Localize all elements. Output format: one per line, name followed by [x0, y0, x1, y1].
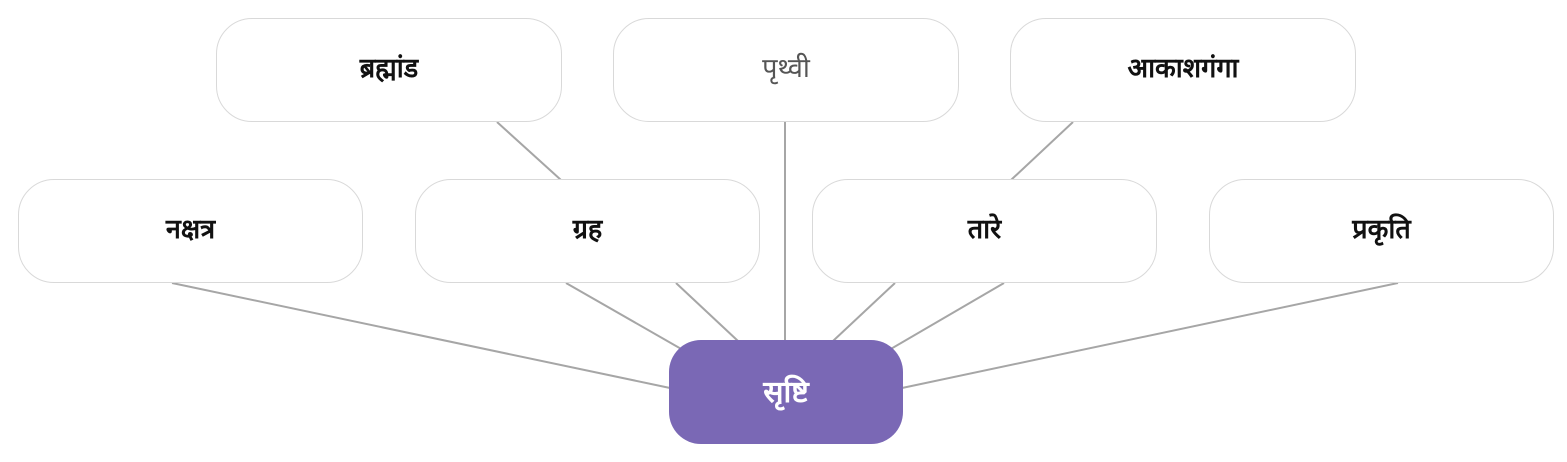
- central-node-srishti: सृष्टि: [669, 340, 903, 444]
- node-prithvi: पृथ्वी: [613, 18, 959, 122]
- node-prakriti: प्रकृति: [1209, 179, 1554, 283]
- connector-akash-tare: [1010, 121, 1074, 181]
- node-brahmand: ब्रह्मांड: [216, 18, 562, 122]
- connector-prakriti-srishti: [901, 282, 1399, 389]
- central-node-label: सृष्टि: [763, 374, 809, 410]
- node-tare: तारे: [812, 179, 1157, 283]
- connector-grah-srishti-b: [675, 282, 739, 342]
- connector-brahmand-grah: [496, 121, 562, 181]
- node-label: पृथ्वी: [762, 52, 810, 84]
- node-label: तारे: [967, 213, 1002, 245]
- connector-tare-srishti-a: [832, 282, 896, 342]
- connector-tare-srishti-b: [888, 282, 1005, 351]
- node-label: प्रकृति: [1352, 213, 1411, 245]
- connector-grah-srishti-a: [565, 282, 684, 351]
- node-label: ब्रह्मांड: [359, 52, 419, 84]
- node-label: नक्षत्र: [165, 213, 216, 245]
- node-label: ग्रह: [572, 213, 603, 245]
- connector-nakshatra-srishti: [171, 282, 671, 389]
- node-akashganga: आकाशगंगा: [1010, 18, 1356, 122]
- node-grah: ग्रह: [415, 179, 760, 283]
- node-label: आकाशगंगा: [1127, 52, 1239, 84]
- node-nakshatra: नक्षत्र: [18, 179, 363, 283]
